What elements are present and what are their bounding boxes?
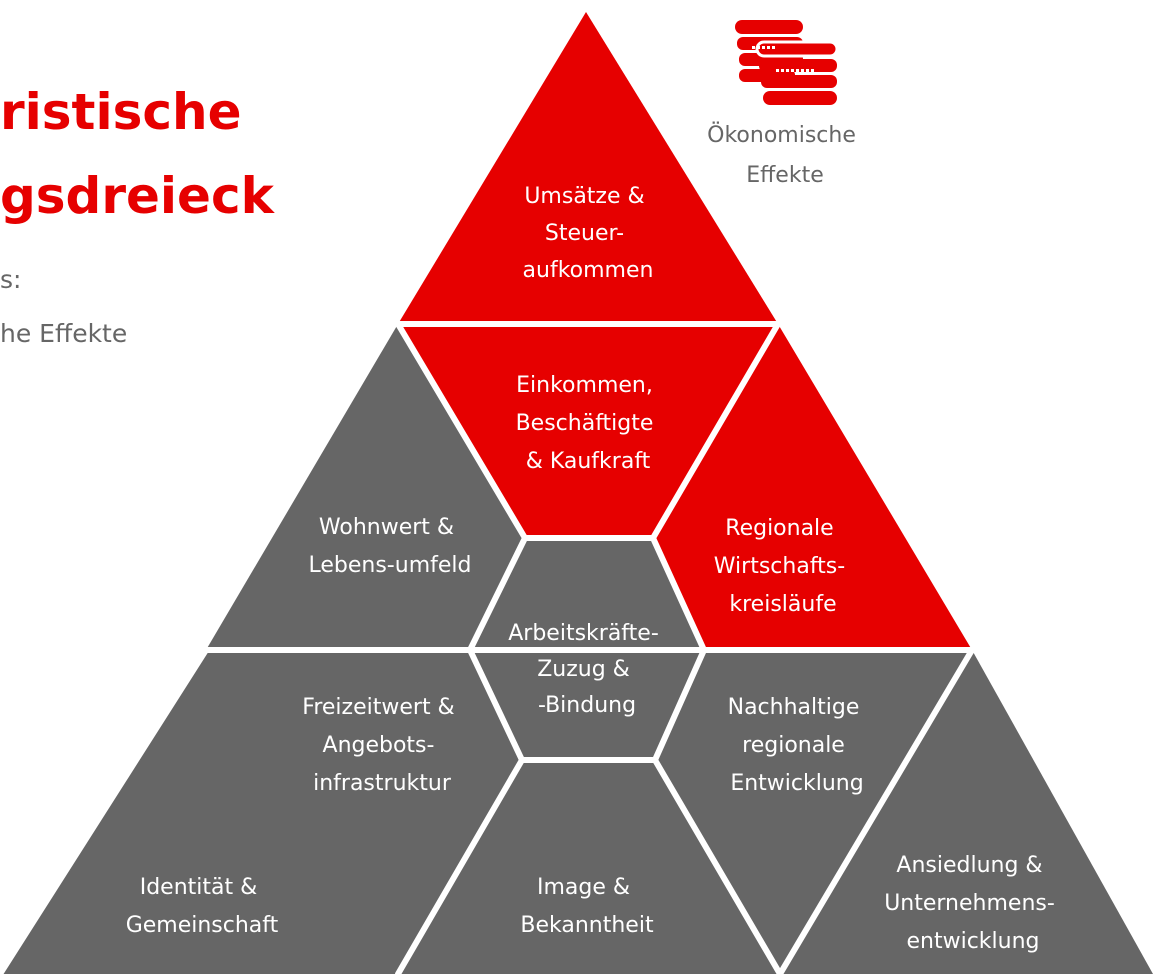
page-title-line-2: gsdreieck: [0, 167, 274, 225]
economic-effects-label: Ökonomische Effekte: [707, 122, 863, 188]
cell-nachhaltige-label: Nachhaltige regionale Entwicklung: [728, 695, 867, 796]
cell-freizeitwert-label: Freizeitwert & Angebots- infrastruktur: [302, 695, 461, 796]
page-title-line-1: ristische: [0, 83, 242, 141]
cell-regionale-wirtschaft-label: Regionale Wirtschafts- kreisläufe: [714, 516, 852, 617]
subtitle-line-1: s:: [0, 265, 22, 294]
cell-wohnwert-label: Wohnwert & Lebens-umfeld: [309, 515, 472, 578]
subtitle-line-2: he Effekte: [0, 319, 128, 348]
coin-stack-icon: [735, 20, 839, 105]
cell-image-label: Image & Bekanntheit: [520, 875, 654, 938]
cell-umsaetze-label: Umsätze & Steuer- aufkommen: [523, 184, 654, 283]
cell-arbeitskraefte-label: Arbeitskräfte- Zuzug & -Bindung: [508, 621, 666, 718]
economic-effects-line-2: Effekte: [746, 163, 824, 188]
cell-freizeitwert-shape: [0, 650, 522, 974]
economic-effects-line-1: Ökonomische: [707, 122, 856, 148]
cell-ansiedlung-shape: [780, 650, 1153, 974]
cell-umsaetze-shape: [398, 12, 778, 324]
cell-ansiedlung-label: Ansiedlung & Unternehmens- entwicklung: [884, 853, 1062, 954]
cell-einkommen-label: Einkommen, Beschäftigte & Kaufkraft: [516, 373, 661, 474]
cell-identitaet-label: Identität & Gemeinschaft: [126, 875, 279, 938]
cell-dividers: [0, 321, 975, 974]
